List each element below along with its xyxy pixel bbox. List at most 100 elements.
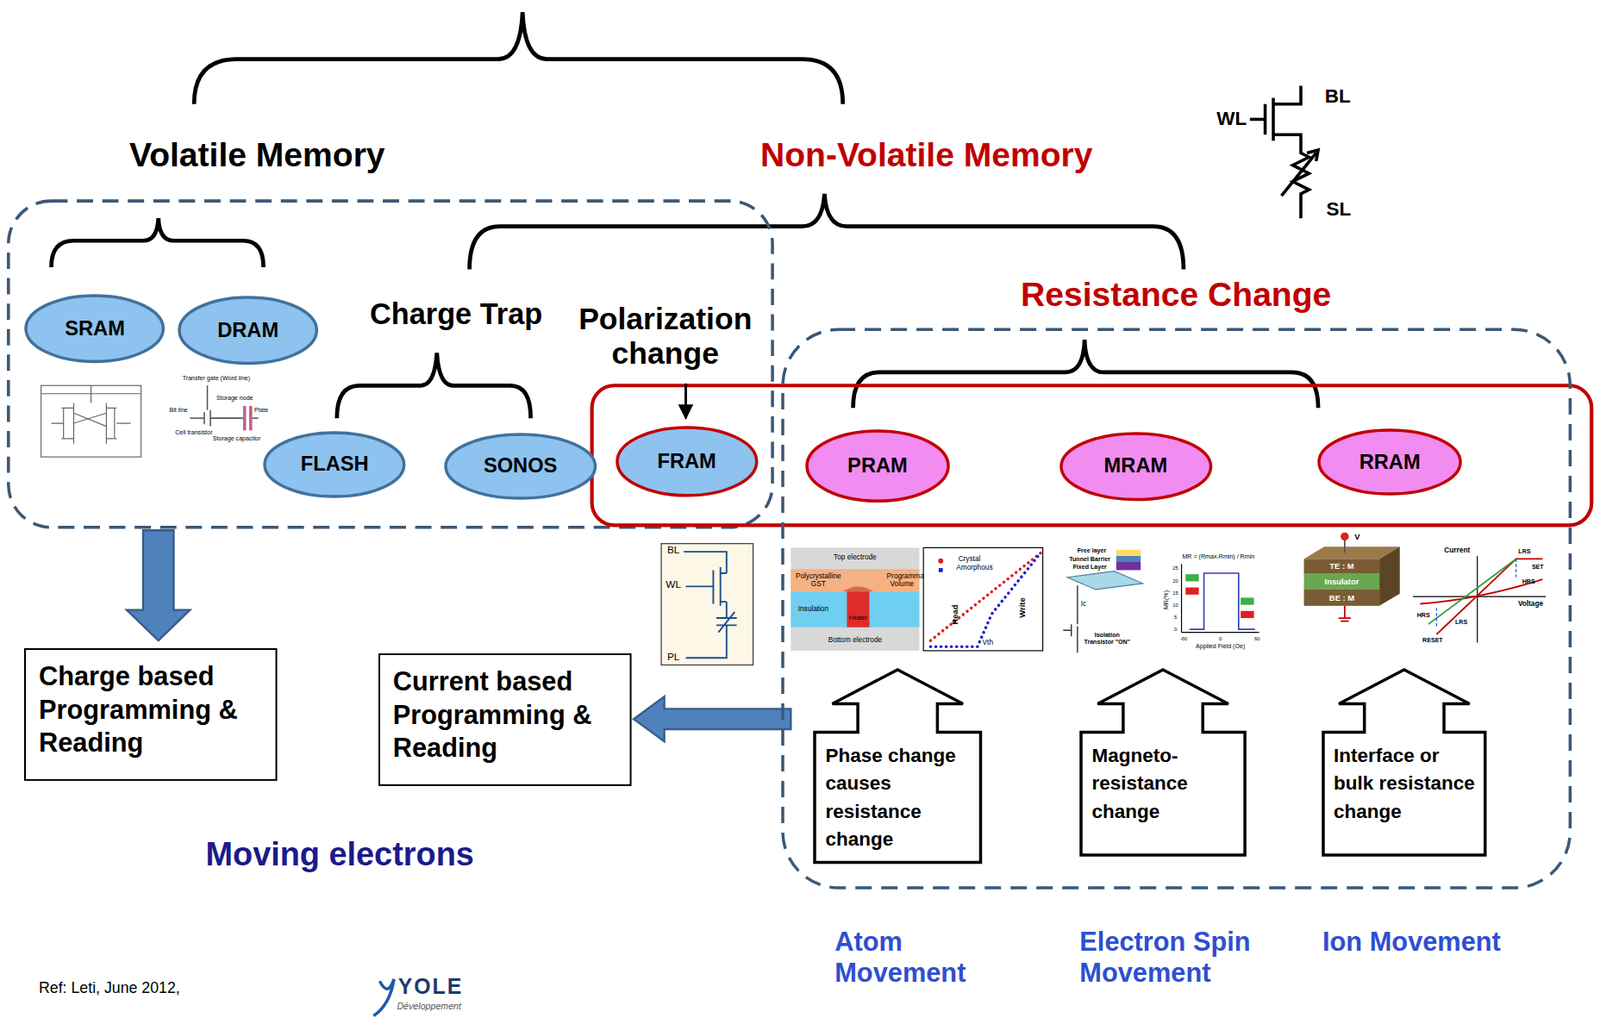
brackets-part	[193, 12, 844, 104]
text-label: Ion Movement	[1322, 926, 1501, 957]
fram-schematic-part-part	[685, 601, 737, 658]
node-text: FRAM	[656, 450, 716, 474]
text-label: Développement	[396, 1000, 462, 1012]
ellipse-shape	[617, 427, 757, 496]
pram-rv-plot-part	[930, 552, 1041, 647]
text-label: 0	[1218, 636, 1222, 643]
text-label: 20	[1172, 577, 1179, 584]
mram-device-part	[1116, 556, 1141, 563]
text-label: 15	[1172, 589, 1179, 596]
text-label: SL	[1326, 198, 1352, 221]
pram-rv-plot	[923, 547, 1043, 651]
rram-stack-part	[1304, 589, 1381, 607]
pram-cross-section	[790, 547, 919, 651]
pram-cross-section-part	[846, 591, 869, 627]
text-label: HRS	[1417, 612, 1431, 619]
transistor-symbol-part	[1281, 152, 1317, 196]
memory-ellipse: RRAM	[1317, 428, 1463, 496]
pram-rv-plot-part	[923, 547, 1043, 651]
text-label: Programma Volume	[887, 572, 919, 589]
text-label: Top electrode	[833, 554, 877, 563]
transistor-symbol-part	[1306, 150, 1319, 162]
yole-logo-part	[373, 979, 394, 1017]
text-label: Storage capacitor	[212, 435, 262, 443]
text-label: Vth	[982, 638, 994, 648]
polarization-arrow	[685, 383, 687, 419]
memory-ellipse: MRAM	[1059, 431, 1213, 501]
box-shape	[379, 654, 632, 786]
ellipse-shape	[1061, 433, 1212, 500]
text-label: YOLE	[398, 974, 464, 1000]
text-label: TE : M	[1329, 562, 1354, 572]
text-label: Atom Movement	[834, 926, 988, 988]
transistor-symbol	[1250, 85, 1319, 219]
text-label: Applied Field (Oe)	[1195, 643, 1245, 650]
text-label: -60	[1180, 636, 1188, 643]
dram-schematic	[189, 385, 258, 431]
text-label: HRS	[1522, 578, 1536, 586]
text-label: Bit line	[168, 406, 188, 414]
ellipse-shape	[264, 432, 405, 497]
fram-schematic-part	[683, 551, 738, 658]
node-text: Magneto-resistance change	[1092, 742, 1238, 827]
mram-device	[1062, 550, 1143, 654]
transistor-symbol-part	[1250, 118, 1266, 122]
ellipse-shape	[25, 295, 163, 362]
node-text: Interface or bulk resistance change	[1333, 742, 1477, 827]
rram-stack-part	[1343, 538, 1346, 554]
mram-mr-plot-part	[1181, 563, 1182, 632]
node-text: Current based Programming & Reading	[393, 665, 618, 766]
node-text: PRAM	[847, 454, 908, 478]
ellipse-shape	[1318, 430, 1461, 494]
mram-mr-plot-part	[1185, 587, 1199, 595]
rram-iv-plot-part	[1476, 556, 1478, 644]
text-label: Tunnel Barrier	[1068, 556, 1111, 563]
text-label: Insulator	[1325, 576, 1360, 587]
brackets-part	[469, 193, 1184, 270]
text-label: MR(%)	[1162, 590, 1170, 610]
down-block-arrow-part	[126, 530, 190, 641]
text-label: MR = (Rmax-Rmin) / Rmin	[1181, 553, 1255, 561]
text-label: Transfer gate (Word line)	[182, 375, 250, 382]
dram-schematic-part	[189, 417, 205, 419]
memory-ellipse: SONOS	[443, 432, 598, 500]
text-label: WL	[665, 580, 682, 593]
text-label: Read	[950, 604, 960, 625]
text-label: Bottom electrode	[828, 637, 883, 646]
text-label: WL	[1216, 108, 1247, 132]
mram-device-part	[1067, 571, 1144, 590]
text-label: LRS	[1455, 618, 1468, 626]
text-label: Polarization change	[543, 301, 788, 373]
rram-iv-plot-part	[1428, 558, 1517, 625]
text-label: Free layer	[1077, 547, 1107, 555]
node-text: MRAM	[1104, 454, 1169, 478]
text-label: Amorphous	[956, 564, 993, 574]
text-label: BL	[667, 544, 680, 557]
text-label: Current	[1443, 546, 1470, 556]
pram-cross-section-part	[790, 547, 919, 651]
text-label: 5	[1174, 614, 1177, 621]
text-label: Non-Volatile Memory	[760, 135, 1093, 175]
callout-shape	[1323, 669, 1486, 856]
mram-device-part	[1076, 585, 1078, 625]
rram-stack	[1304, 532, 1400, 622]
sram-schematic-part	[90, 385, 92, 403]
text-label: Insulation	[798, 605, 829, 614]
rram-stack-part	[1304, 558, 1381, 574]
text-label: Fixed Layer	[1072, 563, 1107, 571]
callout-arrow-box: Interface or bulk resistance change	[1321, 668, 1488, 857]
node-text: SONOS	[483, 454, 557, 478]
pram-cross-section-part	[790, 591, 919, 627]
brackets-part	[50, 218, 263, 268]
text-label: V	[1354, 531, 1360, 542]
pram-rv-plot-part	[937, 558, 944, 564]
text-label: Ref: Leti, June 2012,	[38, 979, 181, 997]
mram-mr-plot-part	[1240, 611, 1254, 619]
text-label: Electron Spin Movement	[1079, 926, 1294, 988]
transistor-symbol-part	[1273, 134, 1309, 219]
process-box: Charge based Programming & Reading	[24, 648, 278, 782]
text-label: Isolation Transistor "ON"	[1083, 631, 1131, 646]
text-label: 10	[1172, 602, 1179, 609]
brackets	[50, 12, 1319, 419]
text-label: PL	[667, 652, 680, 665]
